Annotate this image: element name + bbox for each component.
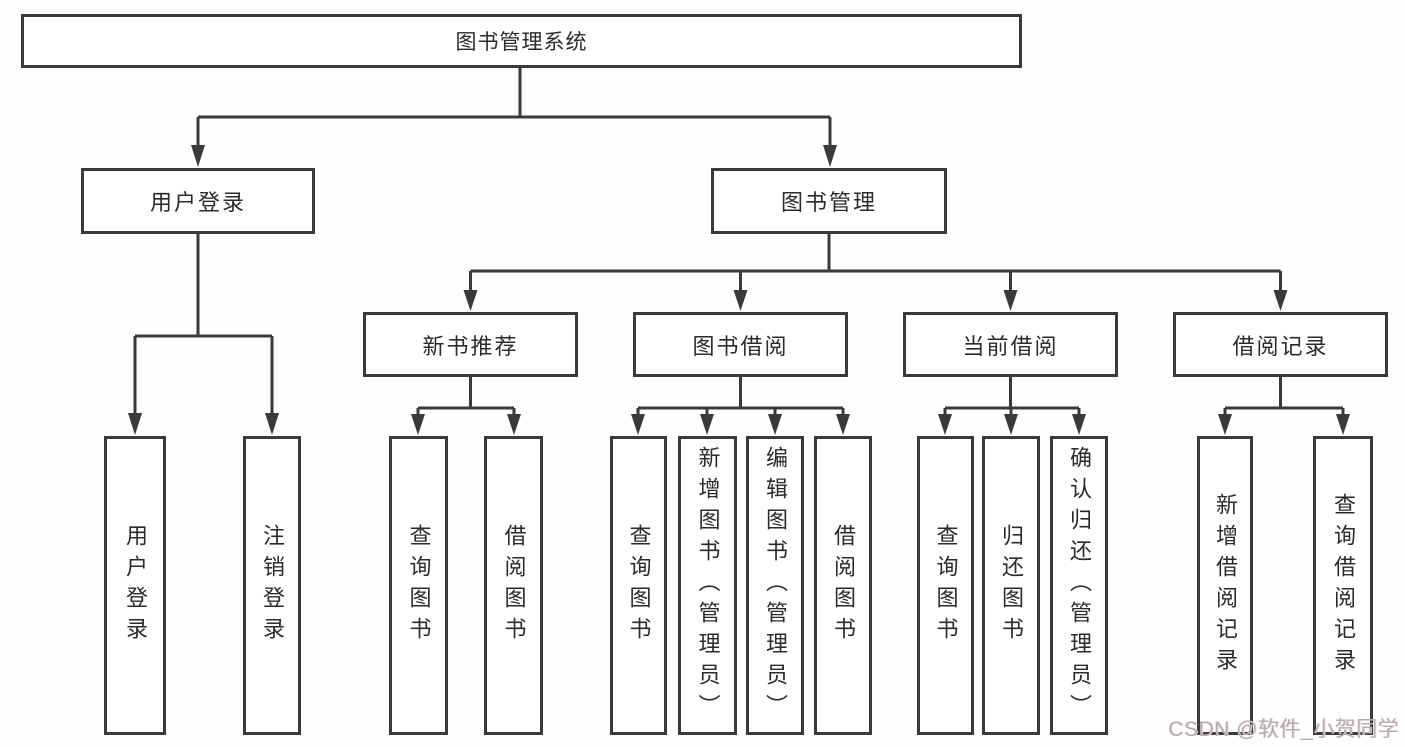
leaf-confirm-return-admin: 确认归还（管理员） [1050, 436, 1108, 735]
node-label: 图书管理 [780, 190, 877, 215]
leaf-label: 归还图书 [999, 523, 1024, 648]
leaf-return-books: 归还图书 [982, 436, 1040, 735]
leaf-query-books-3: 查询图书 [917, 436, 974, 735]
node-label: 新书推荐 [422, 333, 519, 359]
leaf-borrow-books-2: 借阅图书 [814, 436, 872, 735]
leaf-borrow-books-1: 借阅图书 [484, 436, 543, 735]
leaf-label: 新增借阅记录 [1213, 492, 1238, 679]
leaf-add-books-admin: 新增图书（管理员） [678, 436, 737, 735]
leaf-label: 新增图书（管理员） [695, 446, 721, 725]
leaf-label: 借阅图书 [831, 523, 856, 648]
leaf-label: 查询借阅记录 [1331, 492, 1356, 679]
node-borrow-records: 借阅记录 [1173, 312, 1388, 377]
node-new-book-recommend: 新书推荐 [363, 312, 578, 377]
leaf-label: 确认归还（管理员） [1067, 446, 1092, 725]
node-current-borrow: 当前借阅 [903, 312, 1118, 377]
leaf-label: 借阅图书 [501, 523, 527, 648]
leaf-query-borrow-record: 查询借阅记录 [1313, 436, 1373, 735]
leaf-user-login: 用户登录 [104, 436, 166, 735]
node-label: 当前借阅 [962, 333, 1059, 359]
node-label: 借阅记录 [1232, 333, 1329, 359]
node-root-system: 图书管理系统 [21, 14, 1022, 68]
leaf-edit-books-admin: 编辑图书（管理员） [746, 436, 804, 735]
leaf-label: 编辑图书（管理员） [763, 446, 788, 725]
leaf-label: 注销登录 [260, 523, 285, 648]
arrowhead-icons [128, 145, 1350, 435]
leaf-label: 用户登录 [123, 523, 148, 648]
leaf-label: 查询图书 [406, 523, 432, 648]
leaf-label: 查询图书 [626, 523, 652, 648]
node-label: 用户登录 [149, 190, 246, 215]
leaf-add-borrow-record: 新增借阅记录 [1197, 436, 1253, 735]
node-book-borrow: 图书借阅 [633, 312, 848, 377]
leaf-query-books-2: 查询图书 [610, 436, 667, 735]
node-user-login: 用户登录 [81, 168, 315, 234]
node-book-management: 图书管理 [711, 168, 947, 234]
leaf-label: 查询图书 [933, 523, 959, 648]
leaf-query-books-1: 查询图书 [389, 436, 448, 735]
leaf-logout: 注销登录 [243, 436, 301, 735]
node-label: 图书管理系统 [455, 31, 588, 54]
node-label: 图书借阅 [692, 333, 789, 359]
csdn-watermark: CSDN @软件_小贺同学 [1168, 718, 1399, 741]
